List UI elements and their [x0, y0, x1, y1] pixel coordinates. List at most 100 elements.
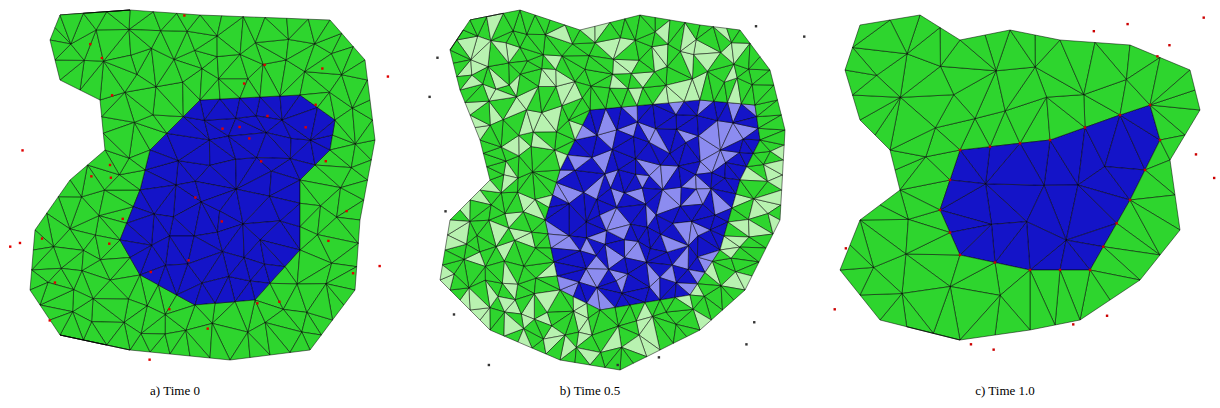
- mesh-triangle: [445, 235, 466, 250]
- mesh-point: [1089, 269, 1091, 271]
- mesh-triangle: [1060, 240, 1090, 270]
- mesh-triangle: [749, 43, 760, 69]
- mesh-triangle: [699, 121, 721, 150]
- mesh-triangle: [712, 163, 726, 179]
- mesh-point: [959, 254, 961, 256]
- mesh-triangle: [210, 323, 230, 360]
- mesh-triangle: [502, 261, 517, 284]
- mesh-point: [327, 240, 329, 242]
- mesh-point: [428, 96, 430, 98]
- mesh-triangle: [620, 347, 633, 370]
- mesh-triangle: [80, 61, 104, 100]
- mesh-triangle: [758, 115, 785, 130]
- mesh-point: [803, 35, 805, 37]
- panel-caption: b) Time 0.5: [560, 383, 620, 399]
- mesh-triangle: [465, 101, 489, 115]
- mesh-triangle: [315, 165, 351, 188]
- mesh-triangle: [498, 296, 515, 312]
- mesh-triangle: [624, 224, 638, 241]
- mesh-point: [263, 64, 265, 66]
- mesh-triangle: [32, 247, 54, 270]
- mesh-triangle: [1084, 43, 1127, 95]
- mesh-point: [260, 160, 262, 162]
- mesh-triangle: [621, 106, 637, 122]
- mesh-triangle: [732, 30, 751, 43]
- mesh-triangle: [638, 104, 656, 128]
- mesh-triangle: [489, 205, 505, 220]
- mesh-point: [1168, 44, 1170, 46]
- mesh-point: [183, 14, 185, 16]
- mesh-triangle: [229, 258, 251, 281]
- mesh-triangle: [526, 110, 541, 132]
- mesh-triangle: [491, 41, 509, 63]
- mesh-triangle: [337, 200, 364, 220]
- mesh-triangle: [768, 175, 783, 190]
- mesh-triangle: [960, 35, 996, 71]
- mesh-triangle: [698, 284, 722, 297]
- mesh-triangle: [609, 258, 628, 274]
- mesh-triangle: [605, 240, 625, 258]
- mesh-point: [352, 272, 354, 274]
- mesh-point: [989, 145, 991, 147]
- mesh-triangle: [165, 305, 195, 330]
- mesh-triangle: [302, 312, 322, 335]
- mesh-triangle: [902, 294, 933, 334]
- mesh-point: [959, 149, 961, 151]
- mesh-triangle: [681, 175, 696, 190]
- mesh-triangle: [300, 227, 318, 250]
- mesh-point: [845, 247, 847, 249]
- mesh-triangle: [83, 12, 106, 30]
- mesh-triangle: [755, 85, 778, 105]
- mesh-triangle: [217, 36, 240, 57]
- mesh-triangle: [676, 324, 700, 336]
- mesh-triangle: [906, 219, 950, 254]
- mesh-triangle: [1130, 200, 1180, 255]
- mesh-triangle: [470, 200, 491, 221]
- mesh-triangle: [656, 115, 677, 129]
- mesh-panel: [9, 10, 389, 361]
- mesh-triangle: [569, 204, 586, 236]
- mesh-point: [304, 126, 306, 128]
- mesh-triangle: [504, 312, 524, 336]
- mesh-point: [378, 265, 380, 267]
- mesh-point: [1106, 315, 1108, 317]
- mesh-point: [19, 242, 21, 244]
- mesh-point: [753, 321, 755, 323]
- mesh-point: [436, 57, 438, 59]
- mesh-triangle: [666, 298, 693, 313]
- mesh-point: [994, 261, 996, 263]
- mesh-point: [1213, 177, 1215, 179]
- mesh-triangle: [297, 263, 332, 284]
- mesh-triangle: [754, 190, 782, 205]
- mesh-point: [321, 67, 323, 69]
- mesh-point: [108, 242, 110, 244]
- mesh-point: [1093, 30, 1095, 32]
- mesh-point: [1115, 222, 1117, 224]
- mesh-triangle: [141, 334, 165, 353]
- mesh-triangle: [631, 60, 654, 73]
- mesh-triangle: [61, 268, 82, 289]
- mesh-point: [221, 127, 223, 129]
- mesh-point: [1084, 126, 1086, 128]
- mesh-triangle: [1027, 222, 1067, 270]
- mesh-triangle: [840, 267, 874, 295]
- mesh-point: [453, 313, 455, 315]
- mesh-point: [387, 75, 389, 77]
- mesh-point: [168, 308, 170, 310]
- mesh-triangle: [186, 323, 213, 358]
- mesh-triangle: [741, 104, 756, 117]
- mesh-triangle: [676, 270, 697, 284]
- mesh-triangle: [680, 51, 693, 79]
- mesh-point: [90, 175, 92, 177]
- mesh-point: [194, 196, 196, 198]
- mesh-point: [1119, 114, 1121, 116]
- mesh-triangle: [105, 175, 141, 190]
- mesh-triangle: [153, 12, 176, 31]
- mesh-triangle: [32, 247, 62, 270]
- mesh-triangle: [660, 283, 676, 300]
- mesh-triangle: [129, 10, 153, 30]
- mesh-triangle: [640, 15, 655, 32]
- mesh-triangle: [351, 160, 371, 180]
- mesh-triangle: [240, 97, 260, 116]
- mesh-triangle: [307, 284, 333, 320]
